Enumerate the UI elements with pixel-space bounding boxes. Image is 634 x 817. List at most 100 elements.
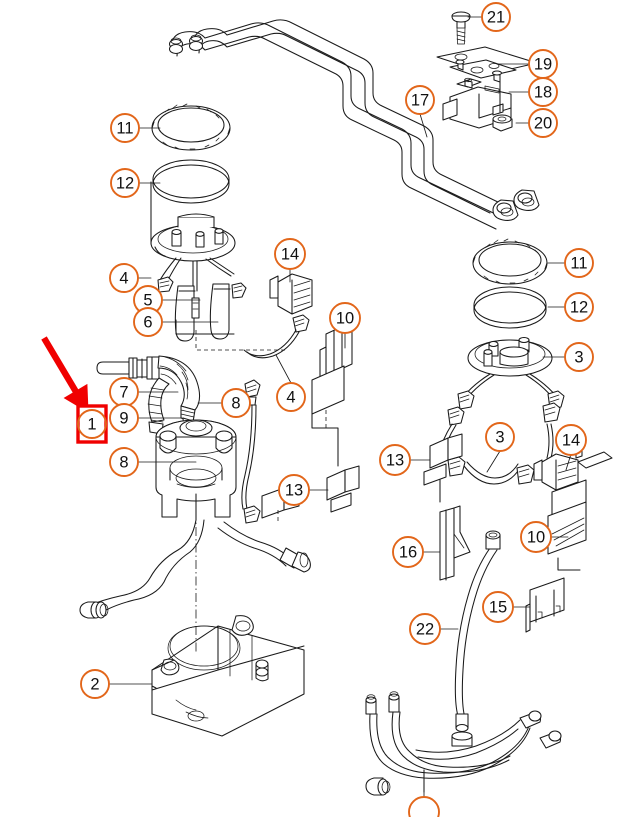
callout-8[interactable]: 8 [221,388,251,418]
callout-14[interactable]: 14 [274,238,306,270]
callout-number: 13 [285,482,303,500]
callout-8[interactable]: 8 [109,447,139,477]
part-22-fuel-pipe [454,530,501,733]
part-1-fuel-pump [155,419,237,521]
callout-number: 17 [411,92,429,110]
callout-7[interactable]: 7 [109,377,139,407]
callout-number: 4 [286,389,295,407]
part-10-heat-shield-right [547,479,587,571]
callout-number: 21 [487,9,505,27]
callout-unnumbered[interactable] [408,796,440,817]
callout-10[interactable]: 10 [329,302,361,334]
callout-number: 6 [143,314,152,332]
part-12-seal-ring-left [152,159,230,204]
callout-12[interactable]: 12 [110,168,140,198]
callout-17[interactable]: 17 [405,85,435,115]
callout-13[interactable]: 13 [379,444,411,476]
callout-bubbles: 1112456791884141013217211918201112331413… [77,2,594,817]
callout-circle [481,2,511,32]
callout-18[interactable]: 18 [528,77,558,107]
callout-circle [329,302,361,334]
callout-circle [379,444,411,476]
part-21-screw [451,11,471,45]
leader-line-14 [565,453,572,471]
leader-line-17 [419,113,428,138]
callout-11[interactable]: 11 [110,113,140,143]
part-14-connector-middle [243,273,313,359]
callout-12[interactable]: 12 [564,292,594,322]
part-16-bracket-right [439,505,471,581]
callout-number: 4 [119,270,128,288]
callout-number: 11 [116,120,133,138]
callout-circle [564,292,594,322]
callout-22[interactable]: 22 [409,613,441,645]
highlight-arrow-shaft [41,336,79,394]
callout-3[interactable]: 3 [564,342,594,372]
callout-circle [482,591,514,623]
callout-number: 16 [399,544,417,562]
callout-circle [408,796,440,817]
callout-number: 3 [495,429,504,447]
callout-number: 7 [119,384,128,402]
callout-number: 14 [281,246,299,264]
callout-circle [133,307,163,337]
callout-20[interactable]: 20 [528,108,558,138]
callout-6[interactable]: 6 [133,307,163,337]
callout-4[interactable]: 4 [276,382,306,412]
callout-11[interactable]: 11 [564,248,594,278]
callout-circle [274,238,306,270]
callout-number: 12 [570,299,588,317]
callout-circle [564,342,594,372]
part-10-heat-shield-middle [311,321,353,467]
callout-number: 13 [386,452,404,470]
callout-circle [109,263,139,293]
callout-4[interactable]: 4 [109,263,139,293]
callout-13[interactable]: 13 [278,474,310,506]
callout-number: 8 [231,395,240,413]
callout-circle [528,77,558,107]
leader-line-3 [486,450,501,473]
callout-circle [109,403,139,433]
callout-number: 3 [574,349,583,367]
callout-number: 22 [416,621,434,639]
callout-circle [555,424,587,456]
part-17-fuel-lines-top [168,19,540,230]
callout-number: 10 [527,529,545,547]
callout-number: 8 [119,454,128,472]
part-12-seal-ring-right [473,286,547,329]
part-13-clip-middle [326,465,360,513]
callout-circle [110,168,140,198]
callout-number: 20 [534,115,552,133]
callout-19[interactable]: 19 [528,49,558,79]
callout-9[interactable]: 9 [109,403,139,433]
callout-21[interactable]: 21 [481,2,511,32]
part-20-nut [492,114,513,132]
part-13-clip-right [423,433,463,503]
callout-circle [110,113,140,143]
callout-circle [409,613,441,645]
part-11-locking-ring-left [151,103,231,151]
callout-3[interactable]: 3 [485,422,515,452]
callout-number-1: 1 [87,416,96,434]
callout-circle [528,108,558,138]
callout-number: 15 [489,599,507,617]
part-4-flange-assembly-left [150,181,288,351]
callout-number: 10 [336,310,354,328]
highlight-annotation: 1 [41,336,108,444]
callout-circle [278,474,310,506]
callout-14[interactable]: 14 [555,424,587,456]
leader-line-4 [275,354,292,384]
callout-10[interactable]: 10 [520,521,552,553]
callout-15[interactable]: 15 [482,591,514,623]
callout-number: 19 [534,56,552,74]
callout-2[interactable]: 2 [80,669,110,699]
callout-circle [221,388,251,418]
part-3-fuel-level-sender-right [437,336,565,485]
callout-circle [564,248,594,278]
callout-16[interactable]: 16 [392,536,424,568]
callout-circle [80,669,110,699]
callout-circle [520,521,552,553]
callout-number: 18 [534,84,552,102]
callout-circle [485,422,515,452]
